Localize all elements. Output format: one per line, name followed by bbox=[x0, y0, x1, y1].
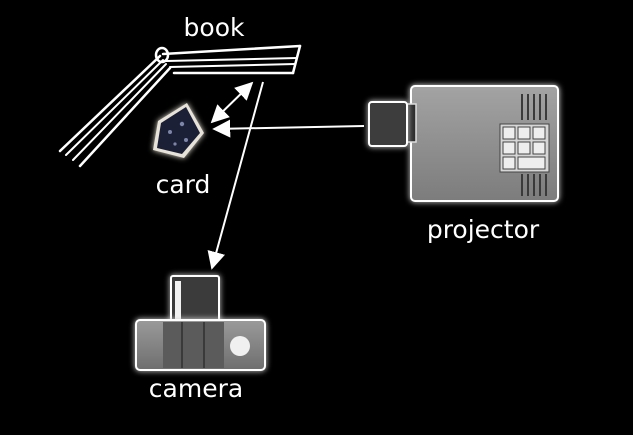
light-paths bbox=[207, 81, 365, 270]
camera-label: camera bbox=[149, 374, 243, 403]
book-to-camera-arrow bbox=[207, 81, 264, 270]
keypad-icon bbox=[499, 123, 550, 173]
projector-to-card-arrow bbox=[212, 119, 365, 138]
flash-icon bbox=[230, 336, 250, 356]
book-drawing bbox=[58, 44, 302, 168]
projector-drawing bbox=[368, 85, 559, 202]
card-to-book-arrow bbox=[210, 81, 254, 124]
projector-label: projector bbox=[427, 215, 540, 244]
card-label: card bbox=[156, 170, 211, 199]
book-label: book bbox=[184, 13, 245, 42]
card-drawing bbox=[153, 103, 204, 158]
camera-drawing bbox=[135, 275, 266, 371]
